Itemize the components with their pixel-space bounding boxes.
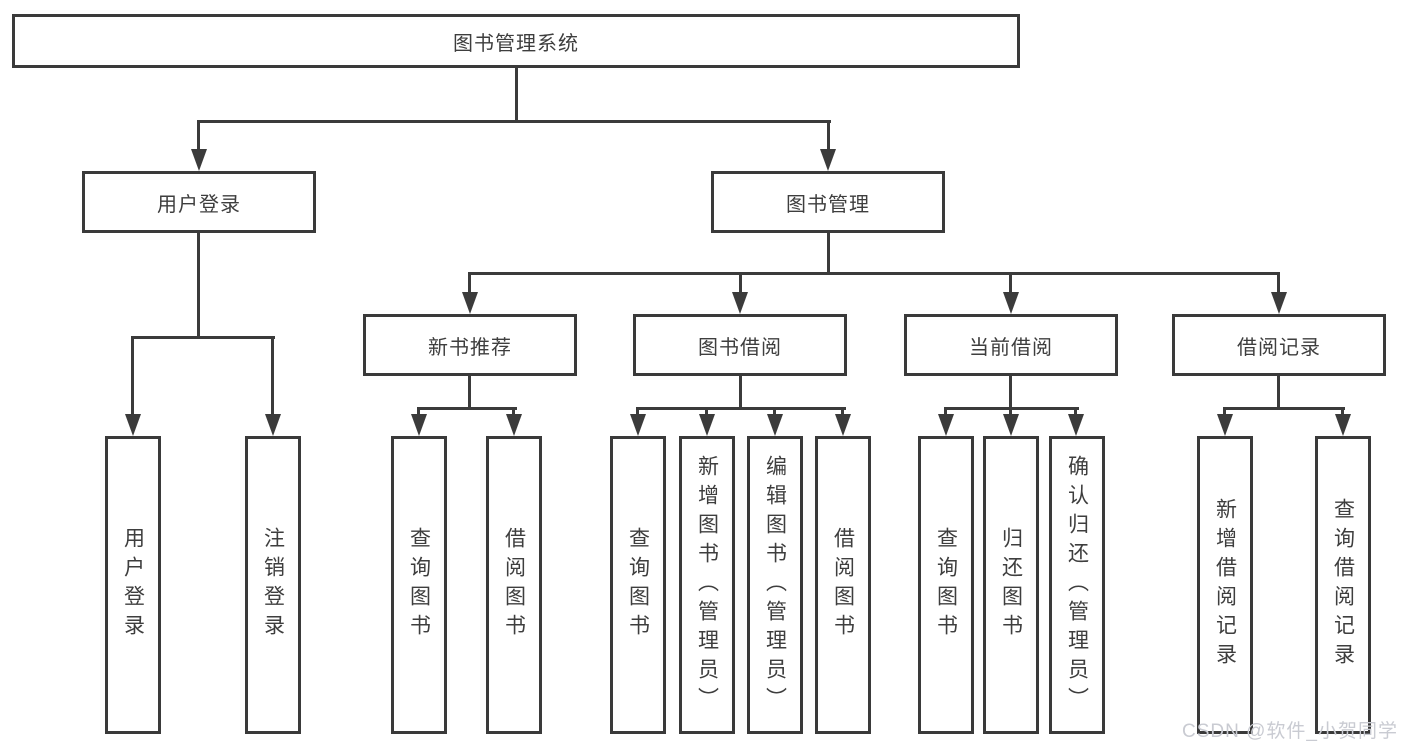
connector-line [739, 376, 742, 409]
connector-arrowhead [191, 149, 207, 171]
connector-line [636, 407, 639, 416]
connector-line [1223, 407, 1345, 410]
connector-arrowhead [1003, 292, 1019, 314]
leaf-add-borrow-record: 新增借阅记录 [1197, 436, 1253, 734]
leaf-query-books-borrow: 查询图书 [610, 436, 666, 734]
connector-arrowhead [1217, 414, 1233, 436]
leaf-add-books-admin-label: 新增图书（管理员） [695, 454, 719, 716]
connector-arrowhead [699, 414, 715, 436]
node-borrow-records: 借阅记录 [1172, 314, 1386, 376]
connector-line [1074, 407, 1077, 416]
node-new-book-recommend: 新书推荐 [363, 314, 577, 376]
connector-arrowhead [1271, 292, 1287, 314]
leaf-user-login-label: 用户登录 [121, 527, 145, 643]
connector-line [131, 336, 275, 339]
connector-line [197, 120, 831, 123]
connector-line [705, 407, 708, 416]
node-user-login-label: 用户登录 [157, 193, 241, 216]
node-new-book-recommend-label: 新书推荐 [428, 336, 512, 359]
node-library-system-label: 图书管理系统 [453, 32, 579, 55]
connector-line [841, 407, 844, 416]
connector-line [417, 407, 517, 410]
node-library-system: 图书管理系统 [12, 14, 1020, 68]
connector-arrowhead [732, 292, 748, 314]
leaf-borrow-books-recommend: 借阅图书 [486, 436, 542, 734]
connector-line [468, 376, 471, 409]
connector-arrowhead [1003, 414, 1019, 436]
node-book-borrow-label: 图书借阅 [698, 336, 782, 359]
leaf-query-borrow-record: 查询借阅记录 [1315, 436, 1371, 734]
node-book-management: 图书管理 [711, 171, 945, 233]
connector-arrowhead [506, 414, 522, 436]
leaf-return-books-label: 归还图书 [999, 527, 1023, 643]
connector-line [944, 407, 947, 416]
node-book-management-label: 图书管理 [786, 193, 870, 216]
connector-line [636, 407, 846, 410]
leaf-confirm-return-admin-label: 确认归还（管理员） [1065, 454, 1089, 716]
node-user-login: 用户登录 [82, 171, 316, 233]
leaf-query-books-recommend: 查询图书 [391, 436, 447, 734]
node-borrow-records-label: 借阅记录 [1237, 336, 1321, 359]
leaf-logout: 注销登录 [245, 436, 301, 734]
connector-line [1341, 407, 1344, 416]
leaf-query-borrow-record-label: 查询借阅记录 [1331, 498, 1355, 672]
connector-line [1277, 376, 1280, 409]
connector-arrowhead [630, 414, 646, 436]
connector-arrowhead [125, 414, 141, 436]
connector-line [417, 407, 420, 416]
connector-arrowhead [938, 414, 954, 436]
connector-line [1009, 407, 1012, 416]
leaf-borrow-books-recommend-label: 借阅图书 [502, 527, 526, 643]
node-current-borrow: 当前借阅 [904, 314, 1118, 376]
leaf-return-books: 归还图书 [983, 436, 1039, 734]
connector-line [515, 68, 518, 121]
connector-line [512, 407, 515, 416]
connector-line [1009, 376, 1012, 409]
connector-line [773, 407, 776, 416]
connector-line [468, 272, 1280, 275]
connector-arrowhead [1335, 414, 1351, 436]
connector-line [1009, 272, 1012, 295]
leaf-logout-label: 注销登录 [261, 527, 285, 643]
leaf-user-login: 用户登录 [105, 436, 161, 734]
leaf-add-borrow-record-label: 新增借阅记录 [1213, 498, 1237, 672]
leaf-add-books-admin: 新增图书（管理员） [679, 436, 735, 734]
csdn-watermark: CSDN @软件_小贺同学 [1182, 721, 1398, 742]
connector-line [131, 336, 134, 416]
leaf-query-books-recommend-label: 查询图书 [407, 527, 431, 643]
leaf-query-books-current-label: 查询图书 [934, 527, 958, 643]
connector-line [827, 120, 830, 151]
leaf-edit-books-admin-label: 编辑图书（管理员） [763, 454, 787, 716]
connector-arrowhead [265, 414, 281, 436]
connector-line [1223, 407, 1226, 416]
connector-line [197, 233, 200, 338]
connector-line [827, 233, 830, 274]
connector-line [271, 336, 274, 416]
connector-line [197, 120, 200, 151]
node-book-borrow: 图书借阅 [633, 314, 847, 376]
leaf-borrow-books: 借阅图书 [815, 436, 871, 734]
leaf-query-books-current: 查询图书 [918, 436, 974, 734]
connector-arrowhead [820, 149, 836, 171]
connector-arrowhead [835, 414, 851, 436]
connector-arrowhead [411, 414, 427, 436]
connector-arrowhead [767, 414, 783, 436]
connector-line [1277, 272, 1280, 295]
node-current-borrow-label: 当前借阅 [969, 336, 1053, 359]
connector-arrowhead [1068, 414, 1084, 436]
leaf-confirm-return-admin: 确认归还（管理员） [1049, 436, 1105, 734]
connector-line [468, 272, 471, 295]
leaf-edit-books-admin: 编辑图书（管理员） [747, 436, 803, 734]
connector-arrowhead [462, 292, 478, 314]
connector-line [739, 272, 742, 295]
leaf-borrow-books-label: 借阅图书 [831, 527, 855, 643]
leaf-query-books-borrow-label: 查询图书 [626, 527, 650, 643]
